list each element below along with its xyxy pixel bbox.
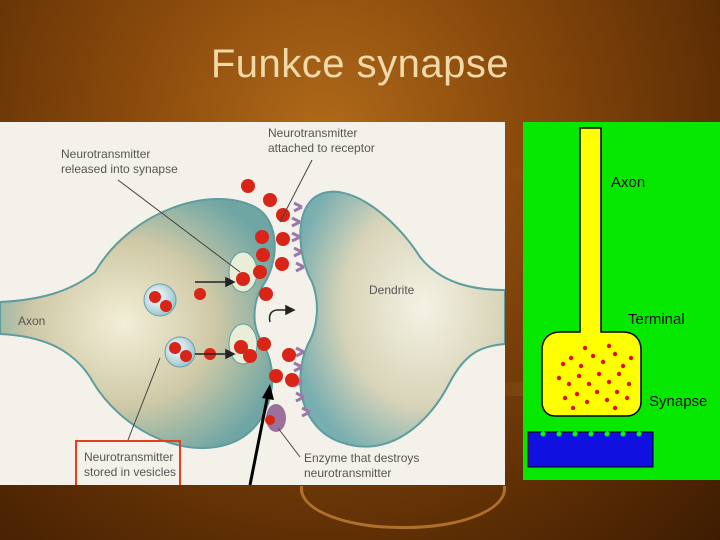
schematic-label-synapse: Synapse [649, 393, 708, 410]
schematic-label-terminal: Terminal [628, 311, 685, 328]
decor-bowl [300, 486, 506, 529]
schematic-neuron [541, 127, 642, 417]
leader-lines [117, 159, 313, 458]
schematic-receiver [527, 431, 654, 468]
slide-title: Funkce synapse [210, 42, 510, 86]
synapse-drawing [0, 159, 505, 485]
arrows [195, 276, 296, 360]
label-released: Neurotransmitter released into synapse [61, 147, 178, 176]
pointer-arrow [248, 384, 274, 485]
schematic-transmitter-dots [556, 343, 634, 411]
enzyme [266, 404, 286, 432]
axon-terminal [0, 198, 276, 450]
dendrite [299, 190, 505, 448]
label-dendrite: Dendrite [369, 283, 415, 297]
receptors [291, 201, 311, 418]
schematic-label-axon: Axon [611, 174, 646, 191]
highlight-box [75, 440, 181, 485]
label-stored: Neurotransmitter stored in vesicles [84, 450, 177, 479]
synapse-schematic: Axon Terminal Synapse [523, 122, 720, 480]
synapse-illustration: Neurotransmitter released into synapse N… [0, 122, 505, 485]
neurotransmitter-molecules [234, 179, 299, 387]
schematic-receiver-dots [540, 431, 642, 437]
schematic-drawing [527, 127, 654, 468]
label-axon: Axon [18, 314, 46, 328]
label-enzyme: Enzyme that destroys neurotransmitter [304, 451, 420, 480]
label-attached: Neurotransmitter attached to receptor [268, 126, 375, 155]
